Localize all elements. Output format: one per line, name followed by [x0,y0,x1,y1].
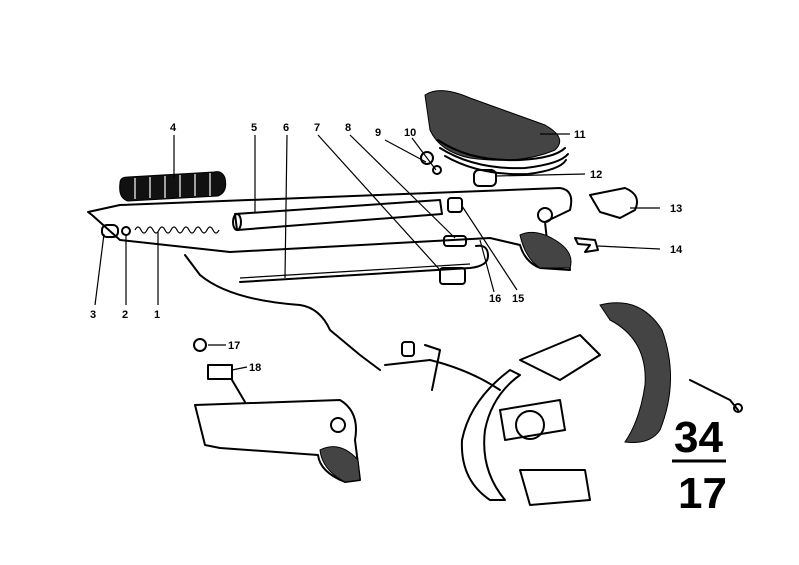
handle-grip [119,171,227,202]
tube [232,199,443,231]
callout-18: 18 [249,362,261,374]
callout-13: 13 [670,203,682,215]
page-code: 34 17 [672,413,727,518]
lock-washer [432,165,442,175]
guide-pin [447,197,463,213]
brake-assembly [460,302,743,506]
rubber-boot [424,90,569,176]
lower-lever [194,399,361,483]
callout-9: 9 [375,127,381,139]
washer [121,226,131,236]
pawl-pin [443,235,467,247]
spring [134,226,220,234]
callout-4: 4 [170,122,177,134]
callout-11: 11 [574,129,586,141]
pawl-rod [239,244,489,283]
callout-1: 1 [154,309,160,321]
callout-7: 7 [314,122,320,134]
callout-16: 16 [489,293,501,305]
page-code-sub: 17 [678,469,727,518]
push-button [101,224,119,238]
nut [420,151,434,165]
cable-nut [193,338,207,352]
callout-12: 12 [590,169,602,181]
callout-15: 15 [512,293,524,305]
compensator [207,364,233,380]
spring-clip [574,237,599,253]
callout-3: 3 [90,309,96,321]
pawl [439,267,466,285]
callout-2: 2 [122,309,128,321]
callout-17: 17 [228,340,240,352]
callout-14: 14 [670,244,683,256]
callout-10: 10 [404,127,416,139]
cover-clip [589,187,638,219]
callout-5: 5 [251,122,257,134]
page-code-group: 34 [674,413,723,462]
callout-6: 6 [283,122,289,134]
leader-lines [94,133,661,371]
callout-8: 8 [345,122,351,134]
lever-plate [87,187,573,271]
